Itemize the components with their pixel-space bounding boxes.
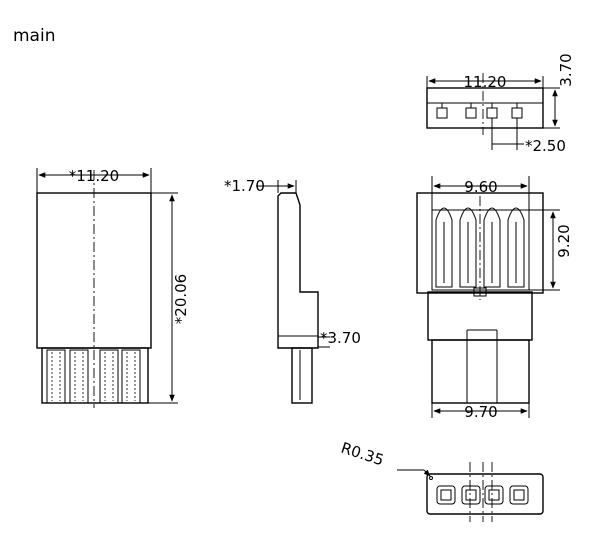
dim-rear-view-inner-height: 9.20 [555,224,573,257]
rear-view [416,176,560,418]
top-view [426,73,560,150]
side-view [256,180,330,404]
dim-top-view-pitch: *2.50 [525,137,566,155]
page-title: main [13,26,56,46]
dim-top-view-width: 11.20 [464,73,507,91]
dim-front-view-height: *20.06 [172,274,190,324]
bottom-view [397,462,544,522]
dim-front-view-width: *11.20 [69,167,119,185]
dim-side-view-top: *1.70 [224,177,265,195]
dim-side-view-step: *3.70 [320,329,361,347]
dim-top-view-height: 3.70 [557,53,575,86]
dim-rear-view-inner-width: 9.60 [464,178,497,196]
front-view [36,168,178,408]
dim-rear-view-base-width: 9.70 [464,403,497,421]
dim-bottom-view-radius: R0.35 [339,439,386,470]
